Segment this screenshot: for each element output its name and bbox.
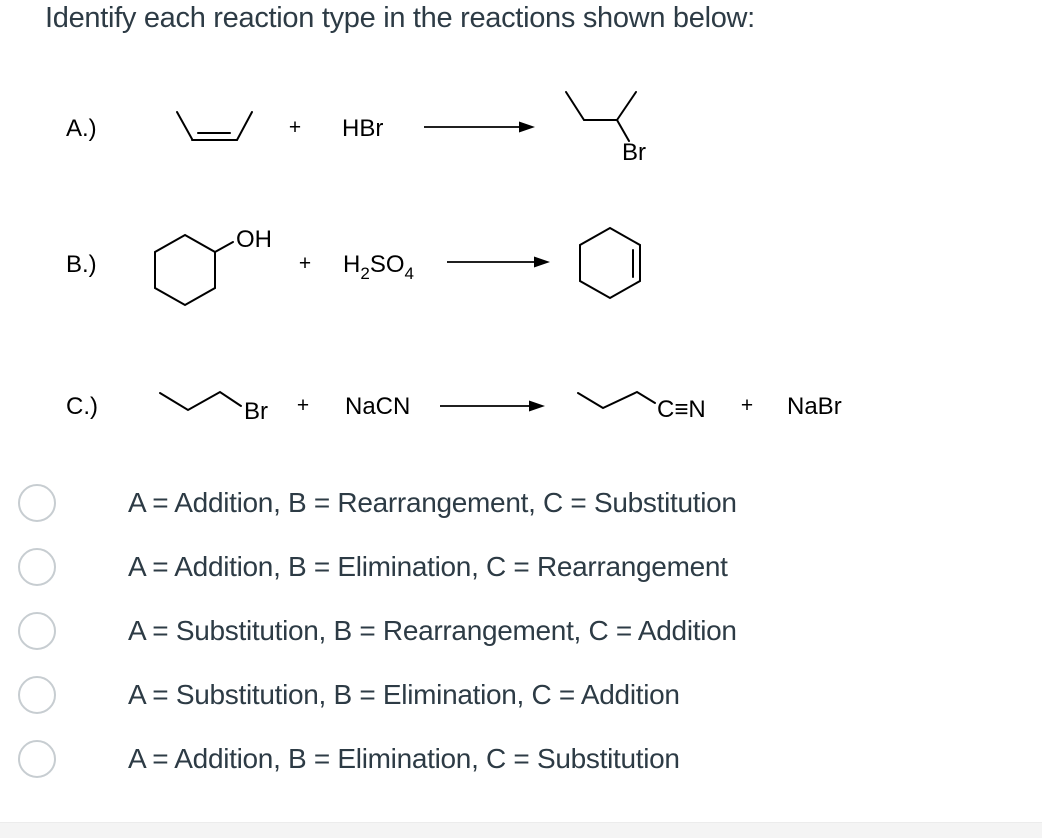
option-label-5[interactable]: A = Addition, B = Elimination, C = Subst… (128, 743, 680, 774)
cyclohexene-structure (579, 226, 641, 300)
formula-part: SO (370, 251, 405, 278)
arrow-head (529, 400, 545, 412)
reaction-c-label: C.) (66, 393, 98, 420)
bond (616, 91, 637, 121)
option-label-3[interactable]: A = Substitution, B = Rearrangement, C =… (128, 615, 737, 646)
bromine-label: Br (622, 139, 646, 166)
cyclohexane-ring (154, 233, 216, 307)
option-label-1[interactable]: A = Addition, B = Rearrangement, C = Sub… (128, 487, 737, 518)
reagent-hbr: HBr (342, 115, 383, 142)
nitrile-group-label: C≡N (657, 396, 706, 423)
reaction-b: B.) OH + H2SO4 (66, 226, 641, 307)
radio-button-5[interactable] (18, 740, 56, 778)
formula-part: H (343, 251, 360, 278)
option-label-2[interactable]: A = Addition, B = Elimination, C = Rearr… (128, 551, 728, 582)
reagent-h2so4: H2SO4 (343, 251, 414, 283)
reaction-arrow-b (447, 256, 550, 268)
plus-sign: + (299, 252, 311, 275)
answer-option-3[interactable]: A = Substitution, B = Rearrangement, C =… (18, 599, 1018, 663)
plus-sign: + (289, 116, 301, 139)
formula-subscript: 2 (360, 264, 369, 283)
reagent-nacn: NaCN (345, 393, 410, 420)
arrow-head (519, 121, 535, 133)
bromine-label: Br (244, 398, 268, 425)
bond (616, 119, 630, 142)
bond (565, 91, 585, 121)
bond (176, 111, 193, 140)
reaction-a-label: A.) (66, 115, 97, 142)
answer-option-5[interactable]: A = Addition, B = Elimination, C = Subst… (18, 727, 1018, 791)
footer-divider (0, 822, 1042, 838)
bond (236, 111, 253, 141)
answer-options: A = Addition, B = Rearrangement, C = Sub… (18, 471, 1018, 791)
answer-option-2[interactable]: A = Addition, B = Elimination, C = Rearr… (18, 535, 1018, 599)
question-title: Identify each reaction type in the react… (45, 2, 755, 34)
bromopropane-structure: Br (159, 390, 268, 425)
butanenitrile-structure: C≡N (577, 390, 706, 423)
answer-option-1[interactable]: A = Addition, B = Rearrangement, C = Sub… (18, 471, 1018, 535)
reaction-a: A.) + HBr Br (66, 91, 646, 166)
cis-2-butene-structure (176, 111, 253, 141)
reaction-c: C.) Br + NaCN C≡N + NaBr (66, 390, 842, 425)
hydroxyl-label: OH (236, 226, 272, 253)
radio-button-4[interactable] (18, 676, 56, 714)
bond (214, 241, 234, 253)
arrow-head (534, 256, 550, 268)
plus-sign: + (297, 394, 309, 417)
formula-subscript: 4 (405, 264, 414, 283)
byproduct-nabr: NaBr (787, 393, 842, 420)
reaction-b-label: B.) (66, 251, 97, 278)
radio-button-2[interactable] (18, 548, 56, 586)
radio-button-3[interactable] (18, 612, 56, 650)
radio-button-1[interactable] (18, 484, 56, 522)
reactions-figure: A.) + HBr Br B.) OH + H2SO4 (66, 91, 842, 425)
2-bromobutane-structure: Br (565, 91, 646, 166)
reaction-arrow-c (440, 400, 545, 412)
cyclohexanol-structure: OH (154, 226, 272, 307)
carbon-chain (577, 390, 656, 410)
carbon-chain (159, 390, 242, 412)
plus-sign: + (741, 394, 753, 417)
option-label-4[interactable]: A = Substitution, B = Elimination, C = A… (128, 679, 680, 710)
cyclohexene-ring (579, 226, 641, 300)
answer-option-4[interactable]: A = Substitution, B = Elimination, C = A… (18, 663, 1018, 727)
reaction-arrow-a (424, 121, 535, 133)
